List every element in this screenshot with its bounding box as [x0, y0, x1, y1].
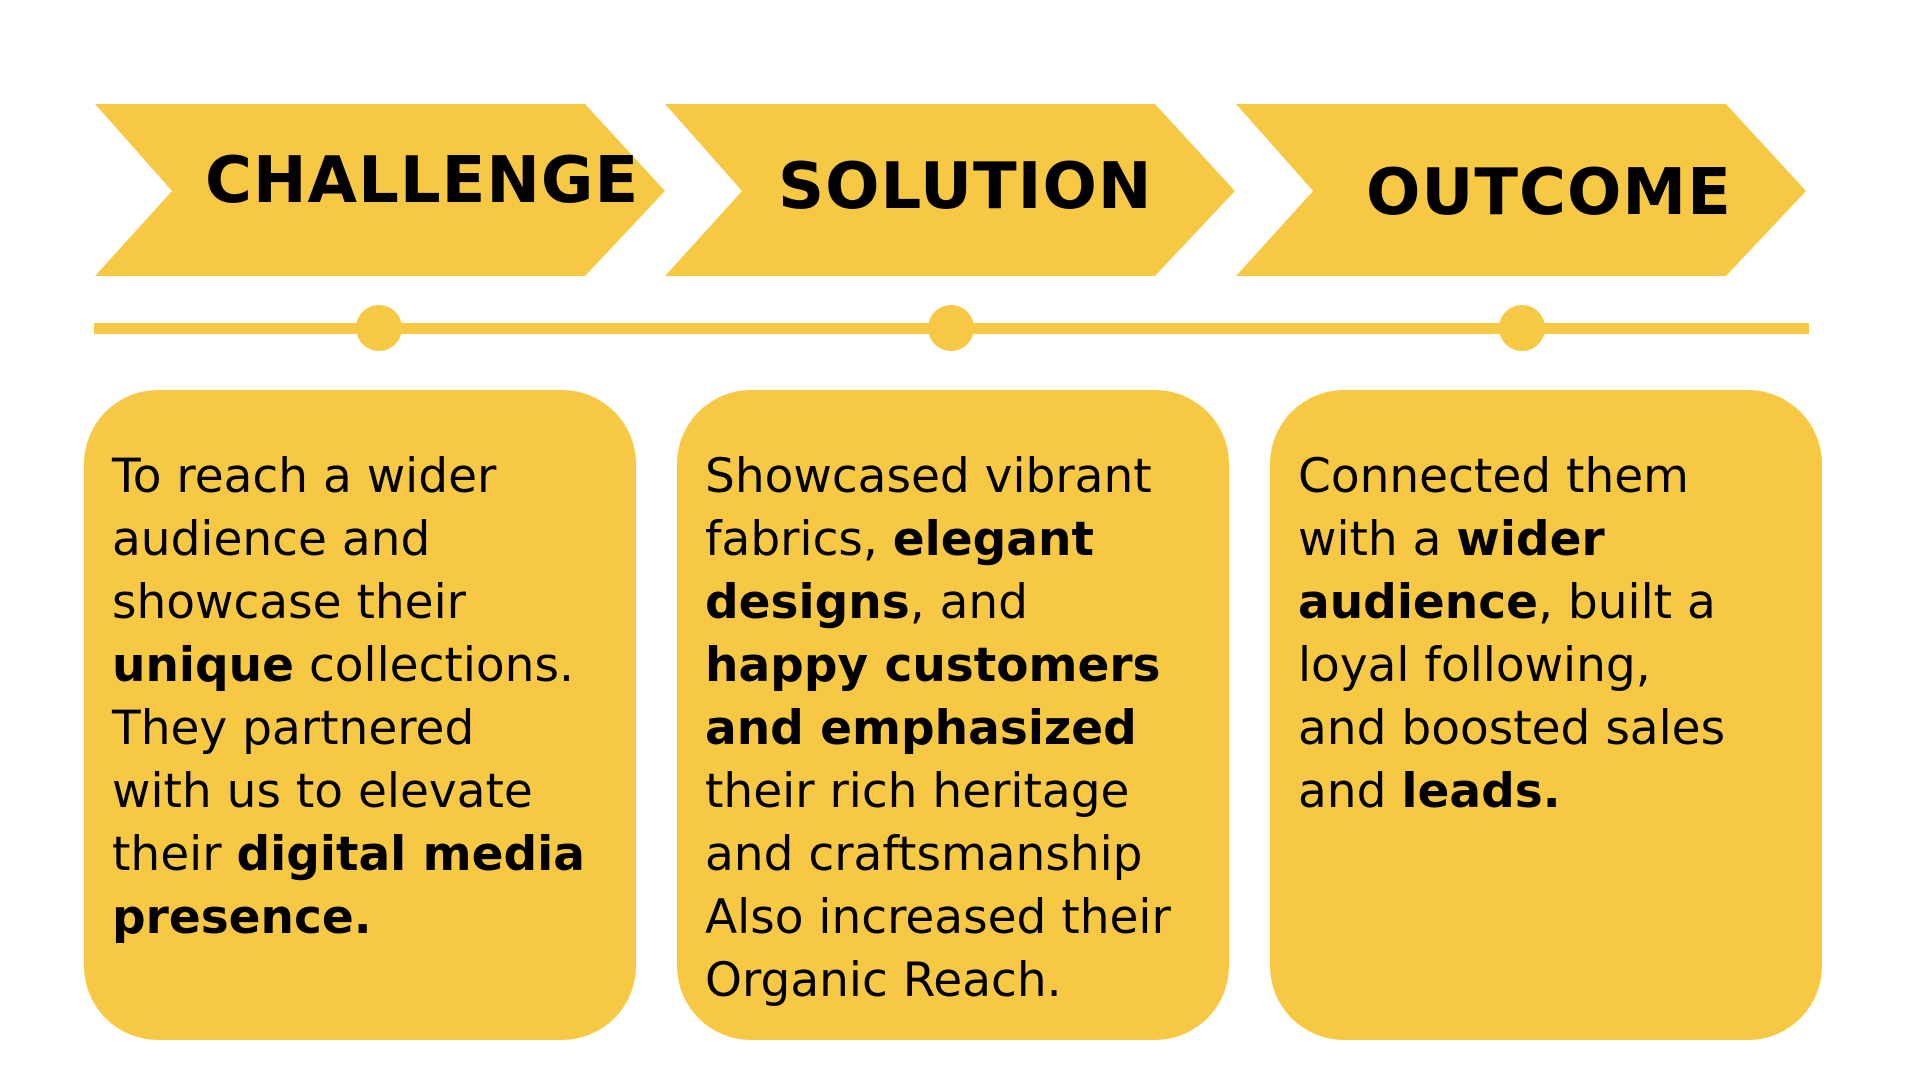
card-challenge: To reach a wider audience and showcase the…	[84, 390, 636, 1040]
card-text-line: showcase their	[112, 571, 636, 634]
card-text-line: audience and	[112, 508, 636, 571]
text-segment: collections.	[294, 638, 574, 693]
text-segment: They partnered	[112, 701, 475, 756]
card-text-line: Also increased their	[705, 886, 1229, 949]
text-segment: Connected them	[1298, 449, 1689, 504]
card-text-line: They partnered	[112, 697, 636, 760]
card-text-line: happy customers	[705, 634, 1229, 697]
card-text-line: Showcased vibrant	[705, 445, 1229, 508]
bold-text-segment: leads.	[1401, 764, 1561, 819]
bold-text-segment: presence.	[112, 890, 372, 945]
card-text-line: Connected them	[1298, 445, 1822, 508]
text-segment: , built a	[1538, 575, 1716, 630]
text-segment: with us to elevate	[112, 764, 533, 819]
step-title-challenge: CHALLENGE	[205, 144, 640, 218]
card-text-line: and craftsmanship	[705, 823, 1229, 886]
card-text-line: with us to elevate	[112, 760, 636, 823]
bold-text-segment: designs	[705, 575, 910, 630]
text-segment: their	[112, 827, 237, 882]
card-text-line: To reach a wider	[112, 445, 636, 508]
text-segment: fabrics,	[705, 512, 893, 567]
card-text-line: their rich heritage	[705, 760, 1229, 823]
text-segment: loyal following,	[1298, 638, 1651, 693]
timeline-dot-challenge	[356, 305, 402, 351]
card-text-line: and emphasized	[705, 697, 1229, 760]
card-text-line: fabrics, elegant	[705, 508, 1229, 571]
text-segment: Also increased their	[705, 890, 1171, 945]
card-text-line: unique collections.	[112, 634, 636, 697]
bold-text-segment: wider	[1456, 512, 1605, 567]
timeline-dot-solution	[928, 305, 974, 351]
step-title-solution: SOLUTION	[778, 150, 1153, 224]
card-text-line: and leads.	[1298, 760, 1822, 823]
bold-text-segment: happy customers	[705, 638, 1161, 693]
bold-text-segment: unique	[112, 638, 295, 693]
text-segment: showcase their	[112, 575, 466, 630]
text-segment: and	[1298, 764, 1402, 819]
text-segment: and boosted sales	[1298, 701, 1726, 756]
card-text-line: their digital media	[112, 823, 636, 886]
card-text-line: Organic Reach.	[705, 949, 1229, 1012]
card-text-line: with a wider	[1298, 508, 1822, 571]
card-text-line: presence.	[112, 886, 636, 949]
text-segment: audience and	[112, 512, 431, 567]
card-text-line: and boosted sales	[1298, 697, 1822, 760]
chevron-solution	[665, 104, 1235, 276]
card-text-line: loyal following,	[1298, 634, 1822, 697]
chevron-challenge	[95, 104, 665, 276]
text-segment: To reach a wider	[112, 449, 497, 504]
timeline-dot-outcome	[1499, 305, 1545, 351]
bold-text-segment: audience	[1298, 575, 1539, 630]
text-segment: , and	[909, 575, 1028, 630]
text-segment: and craftsmanship	[705, 827, 1143, 882]
card-challenge-text: To reach a wider audience and showcase the…	[112, 445, 636, 949]
bold-text-segment: digital media	[236, 827, 585, 882]
text-segment: Organic Reach.	[705, 953, 1062, 1008]
card-text-line: designs, and	[705, 571, 1229, 634]
text-segment: with a	[1298, 512, 1457, 567]
step-title-outcome: OUTCOME	[1366, 156, 1732, 230]
text-segment: their rich heritage	[705, 764, 1130, 819]
bold-text-segment: and emphasized	[705, 701, 1137, 756]
bold-text-segment: elegant	[892, 512, 1094, 567]
card-text-line: audience, built a	[1298, 571, 1822, 634]
chevron-outcome	[1236, 104, 1806, 276]
text-segment: Showcased vibrant	[705, 449, 1152, 504]
